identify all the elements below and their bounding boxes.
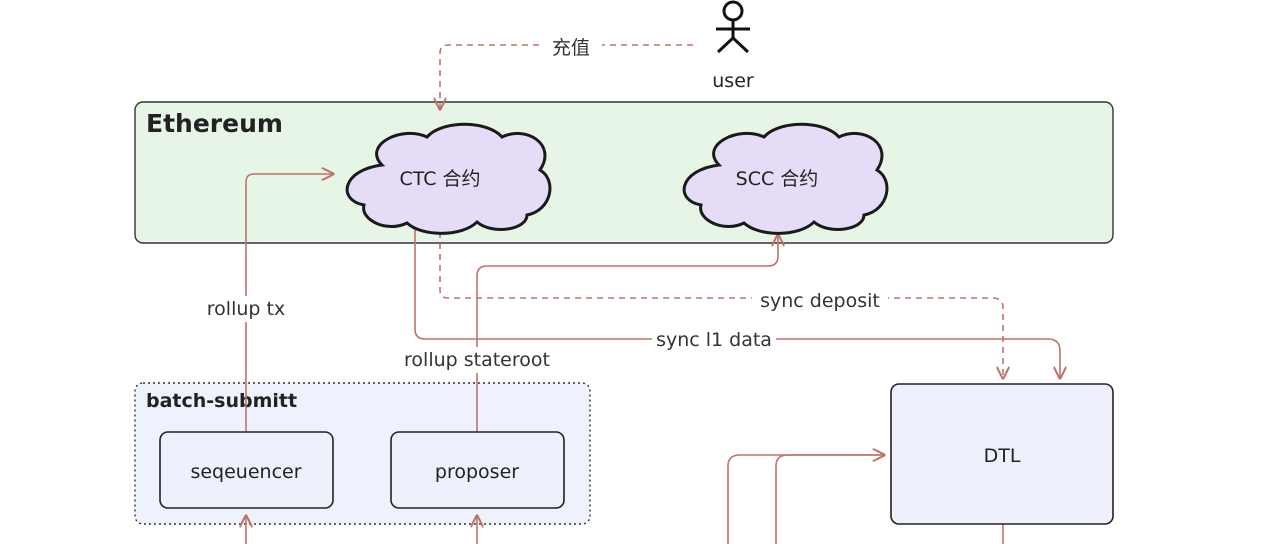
- node-ctc-cloud[interactable]: [345, 122, 552, 235]
- edge-label-rollup-stateroot: rollup stateroot: [404, 349, 550, 371]
- node-proposer[interactable]: [390, 431, 565, 509]
- edge-label-sync-deposit: sync deposit: [760, 290, 880, 312]
- user-actor-label: user: [712, 70, 754, 92]
- node-seqeuencer-label: seqeuencer: [190, 461, 301, 483]
- node-scc-cloud[interactable]: [682, 122, 889, 235]
- edge-label-rollup-tx: rollup tx: [207, 298, 285, 320]
- node-proposer-label: proposer: [435, 461, 519, 483]
- edge-into-dtl-2: [775, 454, 884, 544]
- batch-submit-group-title: batch-submitt: [146, 390, 297, 412]
- edge-deposit: [440, 44, 693, 109]
- node-ctc-label: CTC 合约: [399, 168, 480, 190]
- edge-label-deposit: 充值: [552, 37, 590, 59]
- edge-label-sync-l1-data: sync l1 data: [656, 329, 772, 351]
- node-scc-label: SCC 合约: [736, 168, 819, 190]
- ethereum-group-title: Ethereum: [146, 109, 283, 138]
- node-dtl[interactable]: [890, 383, 1114, 525]
- edge-rollup-tx: [245, 174, 333, 432]
- edge-into-dtl-1: [727, 455, 884, 544]
- edge-sync-deposit: [439, 232, 1003, 378]
- user-actor-icon[interactable]: [716, 0, 750, 54]
- edge-rollup-stateroot: [476, 235, 778, 432]
- node-dtl-label: DTL: [984, 445, 1021, 467]
- node-seqeuencer[interactable]: [159, 431, 334, 509]
